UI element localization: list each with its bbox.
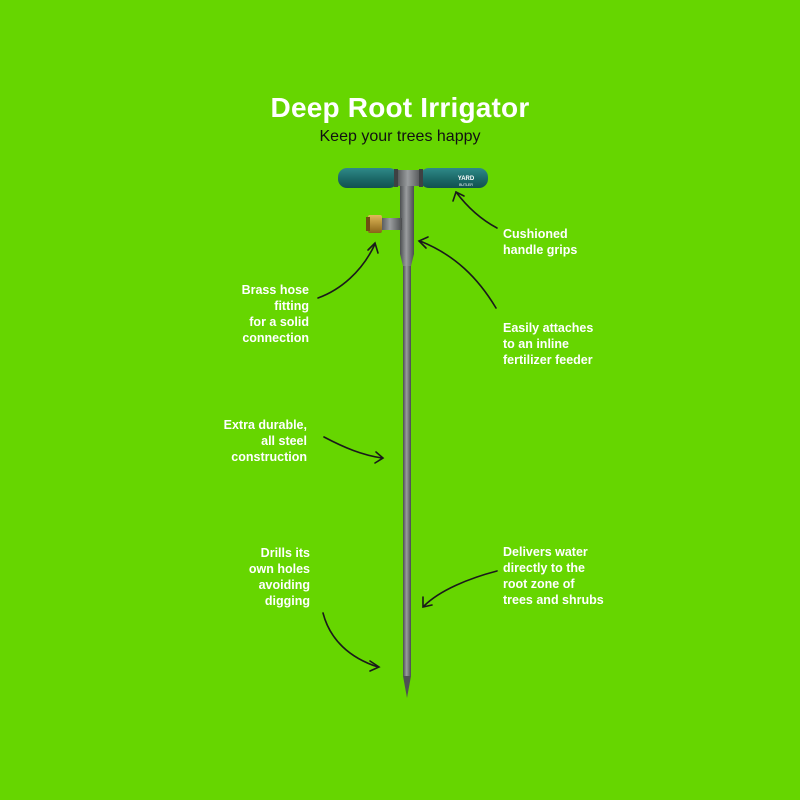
brand-mark: YARD [458,176,475,182]
page-subtitle: Keep your trees happy [319,128,481,145]
arrowhead-drill [369,660,381,672]
drill-tip [403,676,411,698]
handle-collar-right [419,169,423,187]
callout-drills-holes: Drills its own holes avoiding digging [248,546,310,608]
callout-brass-fitting: Brass hose fitting for a solid connectio… [241,283,309,345]
arrow-water [423,570,498,607]
brass-fitting-face [366,217,370,231]
brand-mark-sub: BUTLER [459,183,473,187]
arrowhead-grips [452,190,465,202]
arrowhead-feeder [417,236,429,249]
handle-collar-left [394,169,398,187]
arrow-brass [317,243,376,299]
right-handle-grip [420,168,488,188]
callout-handle-grips: Cushioned handle grips [503,227,578,257]
page-title: Deep Root Irrigator [270,92,530,123]
arrowhead-water [422,596,433,608]
handle-tee [396,170,422,186]
tube-taper [400,254,414,266]
arrowhead-steel [374,451,385,464]
arrow-drill [322,612,379,668]
callout-delivers-water: Delivers water directly to the root zone… [503,545,604,607]
brass-hose-fitting [368,215,382,233]
callout-steel-construction: Extra durable, all steel construction [223,418,307,464]
left-handle-grip [338,168,398,188]
handle: YARD BUTLER [338,168,488,188]
callout-arrows [317,190,498,672]
arrow-feeder [419,240,497,309]
callout-fertilizer-feeder: Easily attaches to an inline fertilizer … [503,321,594,367]
arrow-steel [323,436,383,459]
arrowhead-brass [367,241,379,254]
upper-tube [400,186,414,254]
steel-shaft [403,266,411,676]
arrow-grips [455,191,498,229]
side-arm [380,218,402,230]
